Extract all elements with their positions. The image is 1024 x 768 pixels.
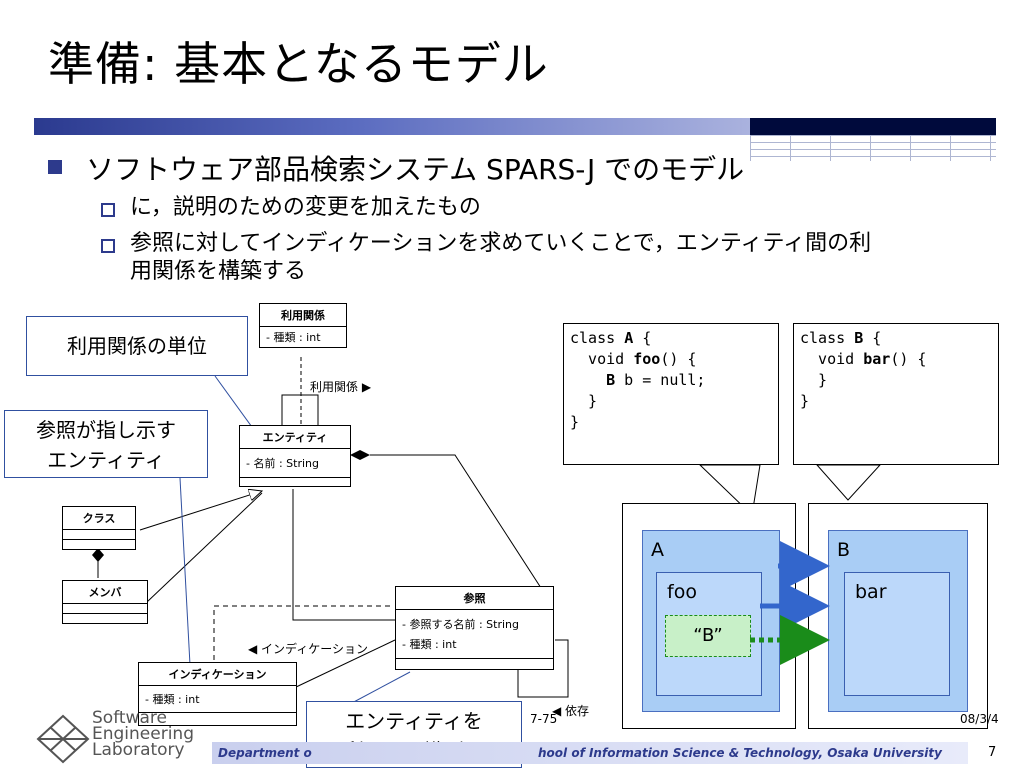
label-usage: 利用関係 ▶ [310, 380, 372, 394]
title-bar-dark [750, 118, 996, 135]
lab-logo-icon [36, 714, 90, 764]
bullet-sub-1: に，説明のための変更を加えたもの [130, 195, 481, 220]
uml-usage-box: 利用関係 - 種類 : int [259, 303, 347, 348]
callout-target-entity: 参照が指し示す エンティティ [4, 410, 208, 478]
sub-bullet-icon [101, 203, 115, 217]
title-bar [34, 118, 750, 135]
bullet-sub-2-line2: 用関係を構築する [130, 259, 307, 284]
uml-indication-attr: - 種類 : int [139, 686, 296, 713]
code-a-line2: void foo() { [570, 350, 697, 368]
bullet-main: ソフトウェア部品検索システム SPARS-J でのモデル [86, 153, 745, 186]
uml-usage-name: 利用関係 [260, 304, 346, 327]
slide-title: 準備: 基本となるモデル [48, 37, 549, 91]
label-dependency: ◀ 依存 [552, 704, 590, 718]
footer-date: 08/3/4 [960, 712, 999, 726]
code-b-line1: class B { [800, 329, 882, 347]
uml-reference-name: 参照 [396, 587, 553, 610]
box-bar: bar [844, 572, 950, 696]
uml-class-name: クラス [63, 507, 135, 530]
code-a-line5: } [570, 413, 580, 431]
footer-partial-text: 7-75 [530, 712, 558, 726]
code-a-line3: B b = null; [606, 371, 706, 389]
uml-entity-attr: - 名前 : String [240, 449, 350, 478]
page-number: 7 [988, 745, 997, 760]
code-class-a: class A { void foo() { B b = null; }} [563, 323, 779, 465]
box-a-label: A [651, 539, 664, 561]
box-foo-label: foo [667, 581, 697, 603]
uml-member-name: メンバ [63, 581, 147, 604]
callout-usage-unit-text: 利用関係の単位 [67, 334, 207, 358]
bullet-icon [48, 160, 62, 174]
logo-line2: Engineering [92, 724, 194, 744]
reference-b-label: “B” [693, 625, 723, 646]
uml-entity-name: エンティティ [240, 426, 350, 449]
uml-reference-box: 参照 - 参照する名前 : String - 種類 : int [395, 586, 554, 670]
callout-usage-unit: 利用関係の単位 [26, 316, 248, 376]
reference-b-box: “B” [665, 615, 751, 657]
uml-usage-attr: - 種類 : int [266, 331, 321, 344]
code-b-line3: } [800, 371, 828, 389]
footer-department-bar: Department o hool of Information Science… [212, 742, 968, 764]
code-a-line4: } [570, 392, 598, 410]
lab-logo-text: Software Engineering Laboratory [92, 708, 194, 760]
code-b-line4: } [800, 392, 810, 410]
uml-entity-box: エンティティ - 名前 : String [239, 425, 351, 487]
callout-identifier-line1: エンティティを [345, 709, 483, 733]
code-a-line1: class A { [570, 329, 652, 347]
callout-target-line2: エンティティ [47, 448, 165, 472]
code-class-b: class B { void bar() { }} [793, 323, 999, 465]
footer-dept-left: Department o [218, 746, 312, 760]
code-b-line2: void bar() { [800, 350, 927, 368]
logo-line3: Laboratory [92, 740, 185, 760]
callout-target-line1: 参照が指し示す [36, 418, 176, 442]
uml-reference-attr2: - 種類 : int [396, 634, 553, 659]
uml-class-box: クラス [62, 506, 136, 550]
uml-member-box: メンバ [62, 580, 148, 624]
title-bar-grid [750, 135, 996, 161]
uml-reference-attr1: - 参照する名前 : String [402, 618, 519, 631]
bullet-sub-2-line1: 参照に対してインディケーションを求めていくことで，エンティティ間の利 [130, 231, 872, 256]
label-indication: ◀ インディケーション [248, 642, 368, 656]
box-b-label: B [837, 539, 851, 561]
uml-indication-box: インディケーション - 種類 : int [138, 662, 297, 726]
logo-line1: Software [92, 708, 167, 728]
footer-dept-right: hool of Information Science & Technology… [538, 746, 942, 760]
box-bar-label: bar [855, 581, 887, 603]
sub-bullet-icon [101, 239, 115, 253]
uml-indication-name: インディケーション [139, 663, 296, 686]
